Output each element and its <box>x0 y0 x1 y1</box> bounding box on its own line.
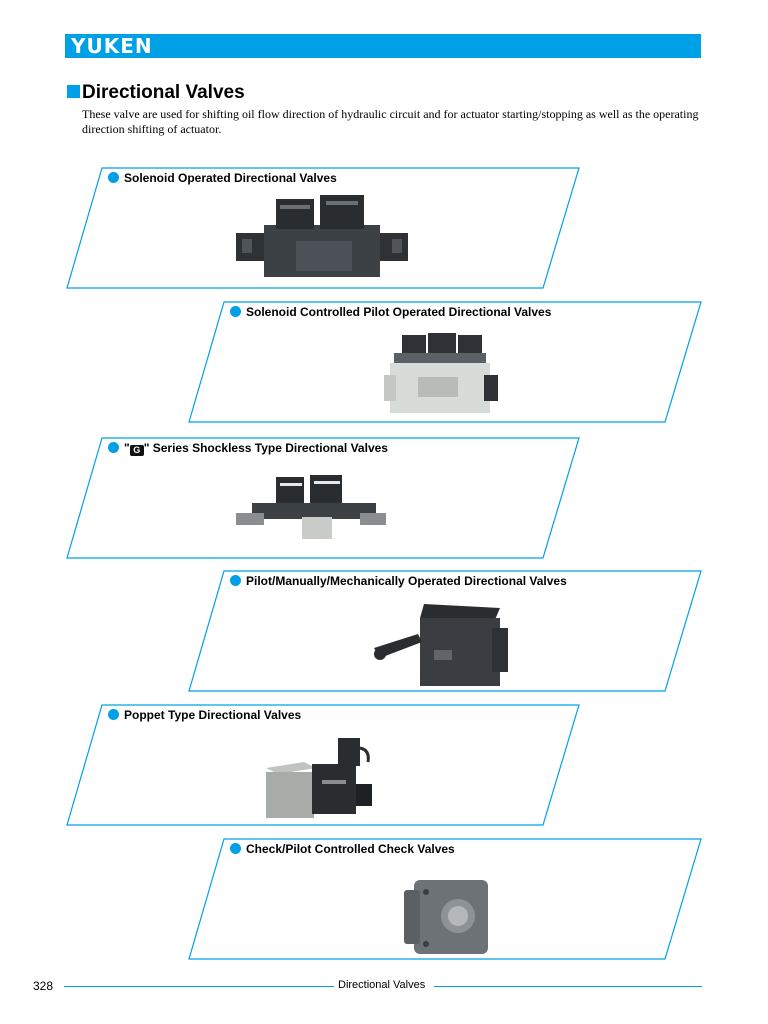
panel-frame <box>188 570 702 692</box>
bullet-dot-icon <box>108 709 119 720</box>
panel-poppet-type[interactable]: Poppet Type Directional Valves <box>66 704 581 828</box>
section-title: Directional Valves <box>67 82 245 104</box>
footer-rule-left <box>64 986 334 987</box>
panel-label: Solenoid Operated Directional Valves <box>108 171 337 185</box>
check-valve-image <box>404 880 488 954</box>
g-series-mark: G <box>129 445 144 456</box>
panel-solenoid-operated[interactable]: Solenoid Operated Directional Valves <box>66 167 581 291</box>
panel-frame <box>66 167 580 289</box>
page-number: 328 <box>33 979 54 993</box>
header-band: YUKEN <box>65 34 701 58</box>
footer-title: Directional Valves <box>338 979 426 991</box>
panel-label: "G" Series Shockless Type Directional Va… <box>108 441 388 456</box>
panel-shockless-type[interactable]: "G" Series Shockless Type Directional Va… <box>66 437 581 561</box>
panel-label: Solenoid Controlled Pilot Operated Direc… <box>230 305 551 319</box>
bullet-dot-icon <box>108 172 119 183</box>
panel-label: Check/Pilot Controlled Check Valves <box>230 842 455 856</box>
brand-logo: YUKEN <box>71 34 153 58</box>
poppet-valve-image <box>266 738 372 818</box>
shockless-valve-image <box>236 475 386 539</box>
panel-frame <box>188 301 702 423</box>
footer-rule-right <box>434 986 702 987</box>
manual-valve-image <box>374 604 508 686</box>
bullet-dot-icon <box>230 575 241 586</box>
panel-frame <box>66 704 580 826</box>
bullet-dot-icon <box>230 306 241 317</box>
section-title-text: Directional Valves <box>82 82 245 103</box>
bullet-dot-icon <box>108 442 119 453</box>
panel-label: Poppet Type Directional Valves <box>108 708 301 722</box>
section-square-icon <box>67 85 80 98</box>
section-intro: These valve are used for shifting oil fl… <box>82 107 699 136</box>
panel-check-valves[interactable]: Check/Pilot Controlled Check Valves <box>188 838 703 962</box>
pilot-valve-image <box>384 333 498 413</box>
panel-frame <box>188 838 702 960</box>
panel-label: Pilot/Manually/Mechanically Operated Dir… <box>230 574 567 588</box>
bullet-dot-icon <box>230 843 241 854</box>
panel-solenoid-controlled-pilot[interactable]: Solenoid Controlled Pilot Operated Direc… <box>188 301 703 425</box>
solenoid-valve-image <box>236 195 408 277</box>
panel-frame <box>66 437 580 559</box>
panel-pilot-manual-mechanical[interactable]: Pilot/Manually/Mechanically Operated Dir… <box>188 570 703 694</box>
